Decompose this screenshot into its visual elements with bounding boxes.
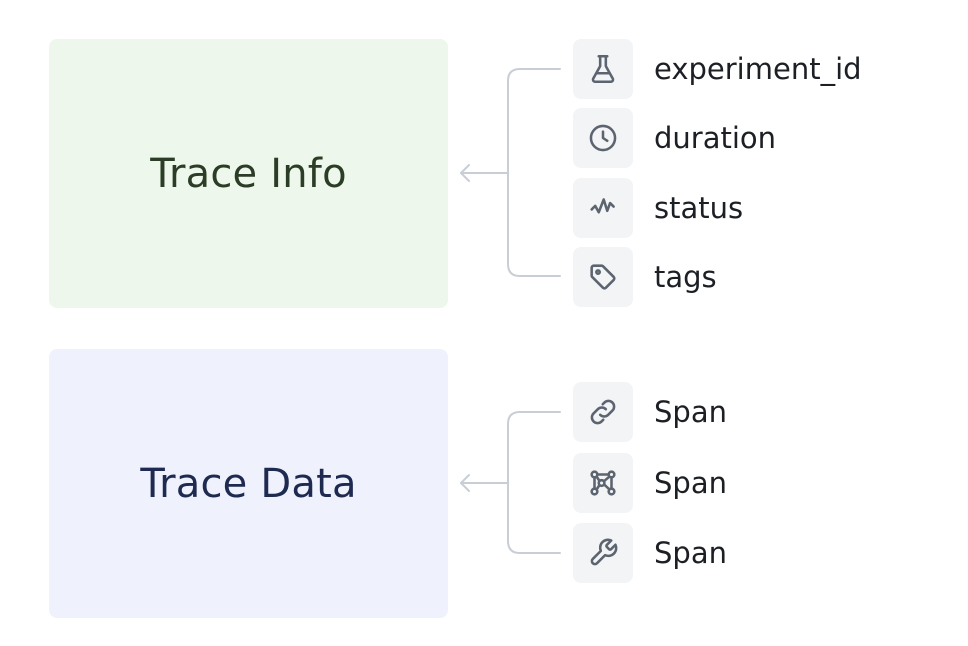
trace-data-box: Trace Data — [49, 349, 448, 618]
field-label: experiment_id — [654, 52, 862, 86]
flask-icon-tile — [573, 39, 633, 99]
link-icon — [590, 399, 616, 425]
span-label: Span — [654, 395, 727, 429]
trace-info-bracket — [507, 68, 561, 277]
field-tags: tags — [573, 247, 717, 307]
flask-icon — [591, 54, 615, 84]
network-icon — [590, 470, 616, 496]
trace-data-arrow-head — [460, 474, 470, 492]
clock-icon — [589, 124, 617, 152]
span-item: Span — [573, 382, 727, 442]
field-label: duration — [654, 121, 777, 155]
span-item: Span — [573, 453, 727, 513]
activity-icon-tile — [573, 178, 633, 238]
link-icon-tile — [573, 382, 633, 442]
field-label: tags — [654, 260, 717, 294]
wrench-icon — [590, 538, 618, 566]
trace-info-title: Trace Info — [150, 150, 347, 197]
wrench-icon-tile — [573, 523, 633, 583]
span-label: Span — [654, 536, 727, 570]
span-item: Span — [573, 523, 727, 583]
clock-icon-tile — [573, 108, 633, 168]
trace-info-arrow-head — [460, 164, 470, 182]
field-duration: duration — [573, 108, 776, 168]
activity-icon — [590, 198, 615, 214]
trace-data-title: Trace Data — [140, 460, 357, 507]
field-experiment-id: experiment_id — [573, 39, 862, 99]
tag-icon-tile — [573, 247, 633, 307]
tag-icon — [590, 264, 616, 290]
field-label: status — [654, 191, 744, 225]
span-label: Span — [654, 466, 727, 500]
field-status: status — [573, 178, 743, 238]
trace-data-bracket — [507, 411, 561, 554]
network-icon-tile — [573, 453, 633, 513]
trace-info-box: Trace Info — [49, 39, 448, 308]
